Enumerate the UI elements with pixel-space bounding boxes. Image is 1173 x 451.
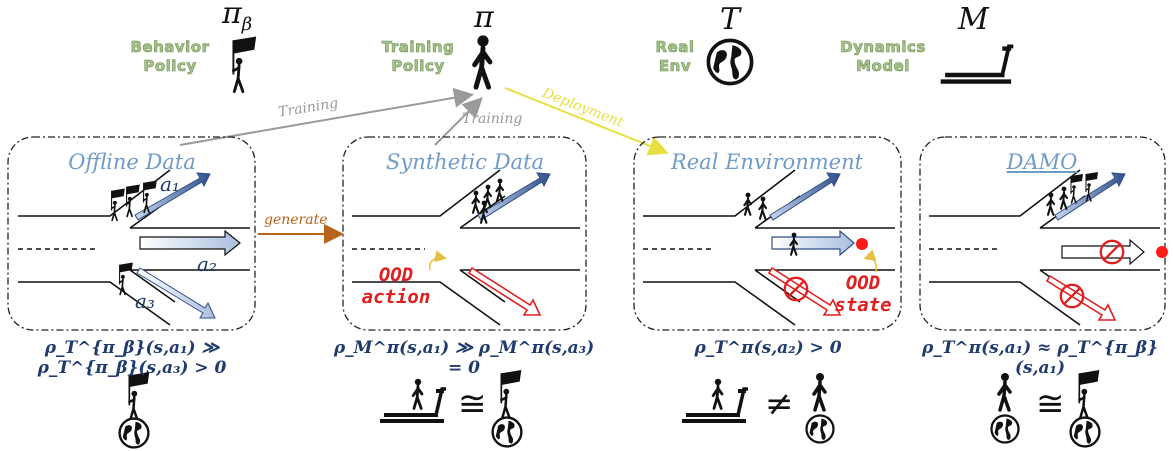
- synthetic-formula: ρ_M^π(s,a₁) ≫ ρ_M^π(s,a₃) = 0: [333, 338, 595, 378]
- a3-label: a₃: [135, 289, 155, 313]
- synthetic-relation-symbol: ≅: [458, 384, 487, 424]
- ood-state-label: OOD state: [834, 272, 892, 316]
- panel-damo-box: [919, 136, 1166, 331]
- damo-a3-blocked-arrow: [1045, 274, 1117, 321]
- real-a3-blocked-arrow: [767, 266, 842, 316]
- a2-label: a₂: [197, 252, 217, 276]
- real-bottom-treadmill-icon: [680, 378, 750, 425]
- synthetic-bottom-flagger-globe-icon: [491, 370, 523, 448]
- dynamics-model-treadmill-icon: [941, 46, 1014, 83]
- synthetic-a1-arrow: [477, 172, 551, 221]
- ood-action-label: OOD action: [361, 264, 431, 308]
- offline-data-title: Offline Data: [68, 150, 196, 174]
- pi-symbol: π: [474, 0, 494, 35]
- damo-bottom-walker-globe-icon: [990, 372, 1020, 444]
- real-ood-state-dot: [856, 238, 868, 250]
- panel-synthetic-box: [342, 136, 587, 331]
- synthetic-data-title: Synthetic Data: [385, 150, 545, 174]
- real-bottom-walker-globe-icon: [805, 372, 835, 444]
- damo-ood-state-dot: [1156, 246, 1168, 258]
- a1-label: a₁: [160, 172, 180, 196]
- offline-a2-arrow: [139, 229, 241, 257]
- M-symbol: M: [958, 2, 989, 37]
- real-formula: ρ_T^π(s,a₂) > 0: [694, 338, 842, 358]
- real-env-globe-icon: [706, 38, 754, 86]
- deployment-arrow: [504, 87, 669, 156]
- damo-formula: ρ_T^π(s,a₁) ≈ ρ_T^{π_β}(s,a₁): [921, 338, 1159, 378]
- real-relation-symbol: ≠: [765, 384, 794, 424]
- real-environment-title: Real Environment: [670, 150, 864, 174]
- panel-real-box: [633, 136, 902, 331]
- damo-title: DAMO: [1006, 150, 1078, 174]
- offline-a3-arrow: [136, 267, 216, 319]
- synthetic-ood-pointer: [428, 250, 447, 271]
- dynamics-model-label: Dynamics Model: [840, 38, 926, 76]
- T-symbol: T: [720, 2, 741, 37]
- damo-bottom-flagger-globe-icon: [1069, 370, 1101, 448]
- panel-offline-box: [7, 136, 256, 331]
- offline-bottom-flagger-globe-icon: [118, 372, 151, 449]
- training-policy-label: Training Policy: [381, 38, 455, 76]
- real-a1-arrow: [769, 172, 841, 221]
- behavior-policy-label: Behavior Policy: [130, 38, 210, 76]
- real-a2-arrow: [771, 229, 855, 257]
- synthetic-bottom-treadmill-icon: [378, 378, 448, 425]
- real-ood-pointer: [863, 249, 878, 273]
- training-label-2: Training: [462, 111, 523, 127]
- real-env-label: Real Env: [655, 38, 695, 76]
- offline-a1-arrow: [134, 172, 211, 221]
- synthetic-a3-ood-arrow: [467, 266, 542, 316]
- generate-label: generate: [264, 212, 328, 228]
- damo-relation-symbol: ≅: [1036, 384, 1065, 424]
- training-policy-icon: [475, 35, 490, 87]
- pi-beta-symbol: πβ: [222, 0, 253, 35]
- offline-formula: ρ_T^{π_β}(s,a₁) ≫ ρ_T^{π_β}(s,a₃) > 0: [37, 338, 227, 378]
- behavior-policy-icon: [231, 36, 258, 94]
- training-arrow-synthetic: [434, 97, 483, 146]
- damo-a2-blocked-arrow: [1061, 238, 1145, 266]
